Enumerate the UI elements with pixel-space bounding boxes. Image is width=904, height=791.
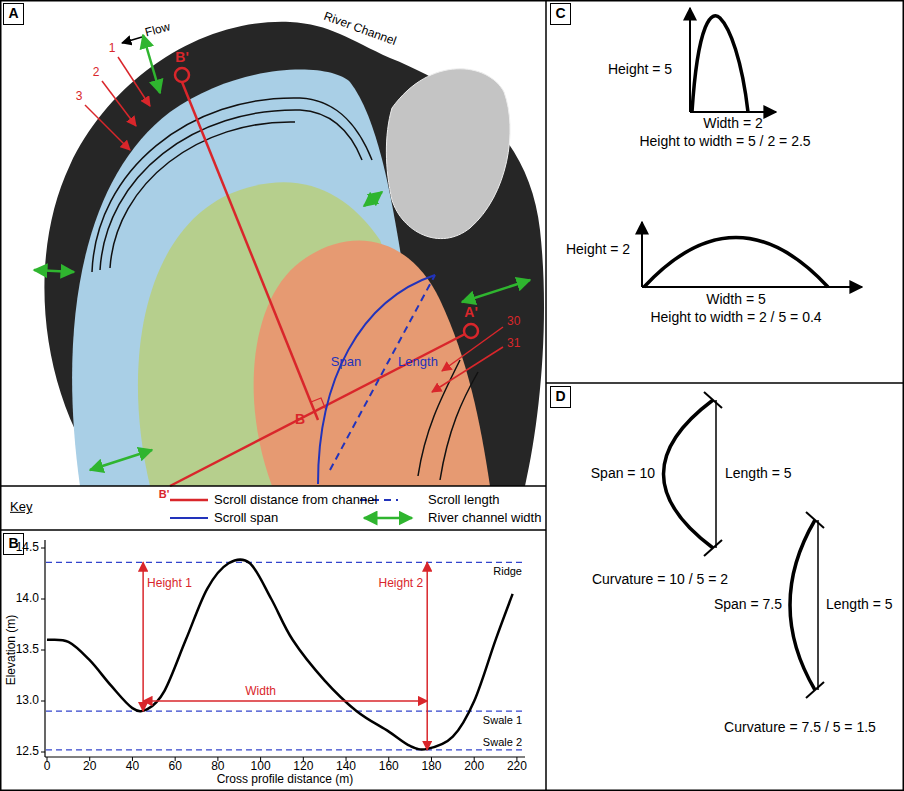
flow-label: Flow xyxy=(144,20,172,39)
panel-label-box: A xyxy=(3,3,24,25)
tick xyxy=(41,752,45,753)
x-axis xyxy=(45,756,525,757)
key-point-label: B' xyxy=(159,488,170,500)
dimension-label: Span xyxy=(331,355,361,369)
reference-line xyxy=(46,711,525,712)
point-label: A' xyxy=(464,305,477,320)
tick-label: 40 xyxy=(126,760,139,773)
curvature-sketch xyxy=(664,392,825,698)
legend-swatch xyxy=(364,517,412,520)
tick-label: 160 xyxy=(379,760,399,773)
axis-title: Cross profile distance (m) xyxy=(217,773,354,786)
formula-text: Height to width = 2 / 5 = 0.4 xyxy=(650,310,821,325)
tick-label: 120 xyxy=(293,760,313,773)
tick xyxy=(41,650,45,651)
formula-text: Curvature = 10 / 5 = 2 xyxy=(592,572,728,587)
dimension-label: Length xyxy=(398,355,438,369)
tick xyxy=(41,548,45,549)
tick-label: 0 xyxy=(44,760,51,773)
height-arrow xyxy=(426,562,428,750)
formula-text: Width = 5 xyxy=(706,292,766,307)
callout-number: 30 xyxy=(507,315,520,328)
formula-text: Height = 2 xyxy=(566,242,630,257)
tick-label: 20 xyxy=(83,760,96,773)
formula-text: Curvature = 7.5 / 5 = 1.5 xyxy=(724,720,876,735)
formula-text: Height to width = 5 / 2 = 2.5 xyxy=(639,134,810,149)
width-arrow xyxy=(143,700,427,702)
chart-annotation: Height 1 xyxy=(147,577,192,590)
callout-number: 2 xyxy=(93,66,100,79)
tick-label: 100 xyxy=(251,760,271,773)
y-axis xyxy=(44,540,45,757)
tick xyxy=(41,701,45,702)
chart-annotation: Height 2 xyxy=(379,577,424,590)
callout-number: 31 xyxy=(507,337,520,350)
tick-label: 12.5 xyxy=(16,745,39,758)
tick-label: 13.0 xyxy=(16,694,39,707)
reference-line xyxy=(46,562,525,563)
tick-label: 80 xyxy=(211,760,224,773)
panel-letter: A xyxy=(8,5,18,21)
callout-number: 3 xyxy=(76,90,83,103)
point-label: B' xyxy=(175,50,188,65)
meander-map xyxy=(34,22,544,486)
key-title: Key xyxy=(10,500,32,514)
formula-text: Span = 10 xyxy=(591,466,655,481)
tick-label: 14.5 xyxy=(16,541,39,554)
panel-label-box: D xyxy=(550,386,571,408)
chart-annotation: Width xyxy=(245,685,276,698)
legend-text: River channel width xyxy=(428,511,541,525)
formula-text: Span = 7.5 xyxy=(714,597,782,612)
legend-text: Scroll length xyxy=(428,493,500,507)
legend-text: Scroll distance from channel xyxy=(214,493,377,507)
tick-label: 14.0 xyxy=(16,592,39,605)
tick-label: 220 xyxy=(507,760,527,773)
formula-text: Height = 5 xyxy=(608,62,672,77)
callout-number: 1 xyxy=(109,42,116,55)
panel-letter: D xyxy=(555,388,565,404)
reference-line xyxy=(46,749,525,750)
height-arrow xyxy=(142,562,144,711)
tick-label: 140 xyxy=(336,760,356,773)
tick-label: 13.5 xyxy=(16,643,39,656)
elevation-profile xyxy=(47,559,513,749)
legend-swatch xyxy=(170,499,208,502)
point-label: B xyxy=(295,412,305,427)
formula-text: Width = 2 xyxy=(703,116,763,131)
panel-label-box: C xyxy=(550,3,571,25)
chart-annotation: Ridge xyxy=(493,565,522,577)
tick-label: 60 xyxy=(168,760,181,773)
tick xyxy=(41,599,45,600)
tick-label: 200 xyxy=(464,760,484,773)
legend-text: Scroll span xyxy=(214,511,278,525)
formula-text: Length = 5 xyxy=(826,597,893,612)
legend-swatch xyxy=(170,517,208,519)
axis-title: Elevation (m) xyxy=(5,615,18,686)
chart-annotation: Swale 1 xyxy=(483,714,522,726)
panel-letter: C xyxy=(555,5,565,21)
tick-label: 180 xyxy=(421,760,441,773)
formula-text: Length = 5 xyxy=(725,466,792,481)
chart-annotation: Swale 2 xyxy=(483,736,522,748)
